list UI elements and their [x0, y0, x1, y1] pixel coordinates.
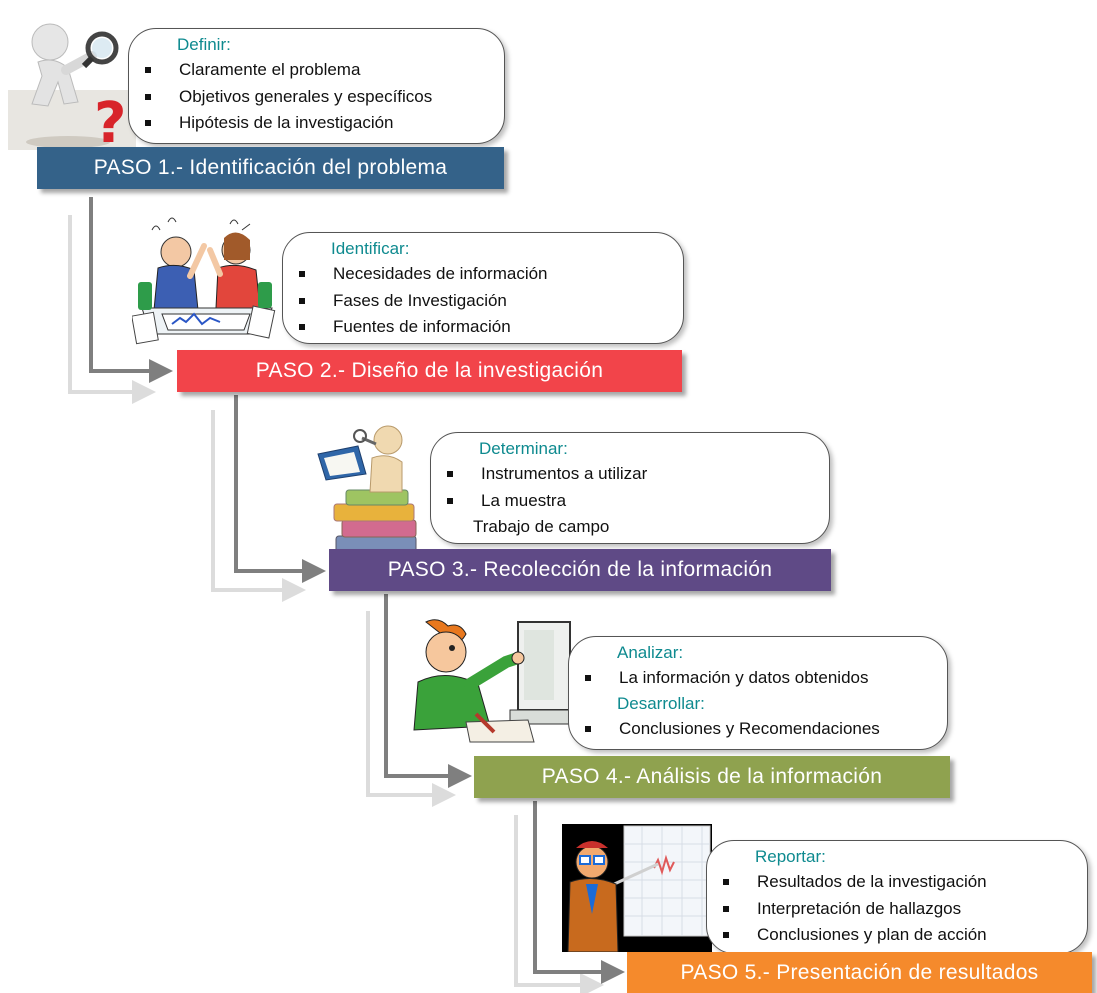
- step-bar-2: PASO 2.- Diseño de la investigación: [177, 350, 682, 392]
- list-item: Conclusiones y plan de acción: [721, 922, 1071, 949]
- computer-user-icon: [413, 619, 574, 743]
- connector-shadow-4: [514, 815, 604, 993]
- bubble-step-5: Reportar: Resultados de la investigación…: [706, 840, 1088, 954]
- bubble-heading: Analizar:: [617, 643, 684, 662]
- list-item: La muestra: [445, 488, 813, 515]
- connector-shadow-2: [211, 410, 306, 602]
- list-item: Hipótesis de la investigación: [143, 110, 488, 137]
- list-item: Claramente el problema: [143, 57, 488, 84]
- connector-1-to-2: [89, 197, 173, 383]
- list-item: Fases de Investigación: [297, 288, 667, 315]
- bubble-step-2: Identificar: Necesidades de información …: [282, 232, 684, 344]
- bubble-heading: Identificar:: [331, 239, 410, 258]
- list-item: La información y datos obtenidos: [583, 665, 931, 692]
- list-item: Conclusiones y Recomendaciones: [583, 716, 931, 743]
- connector-2-to-3: [234, 395, 326, 583]
- bubble-heading: Definir:: [177, 35, 231, 54]
- step-bar-5: PASO 5.- Presentación de resultados: [627, 952, 1092, 993]
- connector-shadow-3: [366, 611, 456, 807]
- list-item: Resultados de la investigación: [721, 869, 1071, 896]
- connector-4-to-5: [533, 801, 625, 984]
- step-bar-4: PASO 4.- Análisis de la información: [474, 756, 950, 798]
- magnifier-figure-icon: ?: [8, 23, 136, 150]
- bubble-subheading: Desarrollar:: [617, 693, 705, 713]
- step-bar-3: PASO 3.- Recolección de la información: [329, 549, 831, 591]
- connector-3-to-4: [384, 594, 472, 788]
- bubble-step-3: Determinar: Instrumentos a utilizar La m…: [430, 432, 830, 544]
- list-item: Interpretación de hallazgos: [721, 896, 1071, 923]
- list-item: Instrumentos a utilizar: [445, 461, 813, 488]
- step-bar-1: PASO 1.- Identificación del problema: [37, 147, 504, 189]
- bubble-step-4: Analizar: La información y datos obtenid…: [568, 636, 948, 750]
- list-item: Objetivos generales y específicos: [143, 84, 488, 111]
- meeting-people-icon: [132, 217, 276, 345]
- list-item: Fuentes de información: [297, 314, 667, 341]
- list-item: Trabajo de campo: [473, 517, 610, 536]
- svg-text:?: ?: [94, 91, 126, 150]
- list-item: Necesidades de información: [297, 261, 667, 288]
- connector-shadow-1: [68, 215, 156, 404]
- presenter-icon: [562, 824, 712, 952]
- bubble-step-1: Definir: Claramente el problema Objetivo…: [128, 28, 505, 144]
- bubble-heading: Reportar:: [755, 847, 826, 866]
- bubble-heading: Determinar:: [479, 439, 568, 458]
- reading-figure-icon: [317, 425, 417, 555]
